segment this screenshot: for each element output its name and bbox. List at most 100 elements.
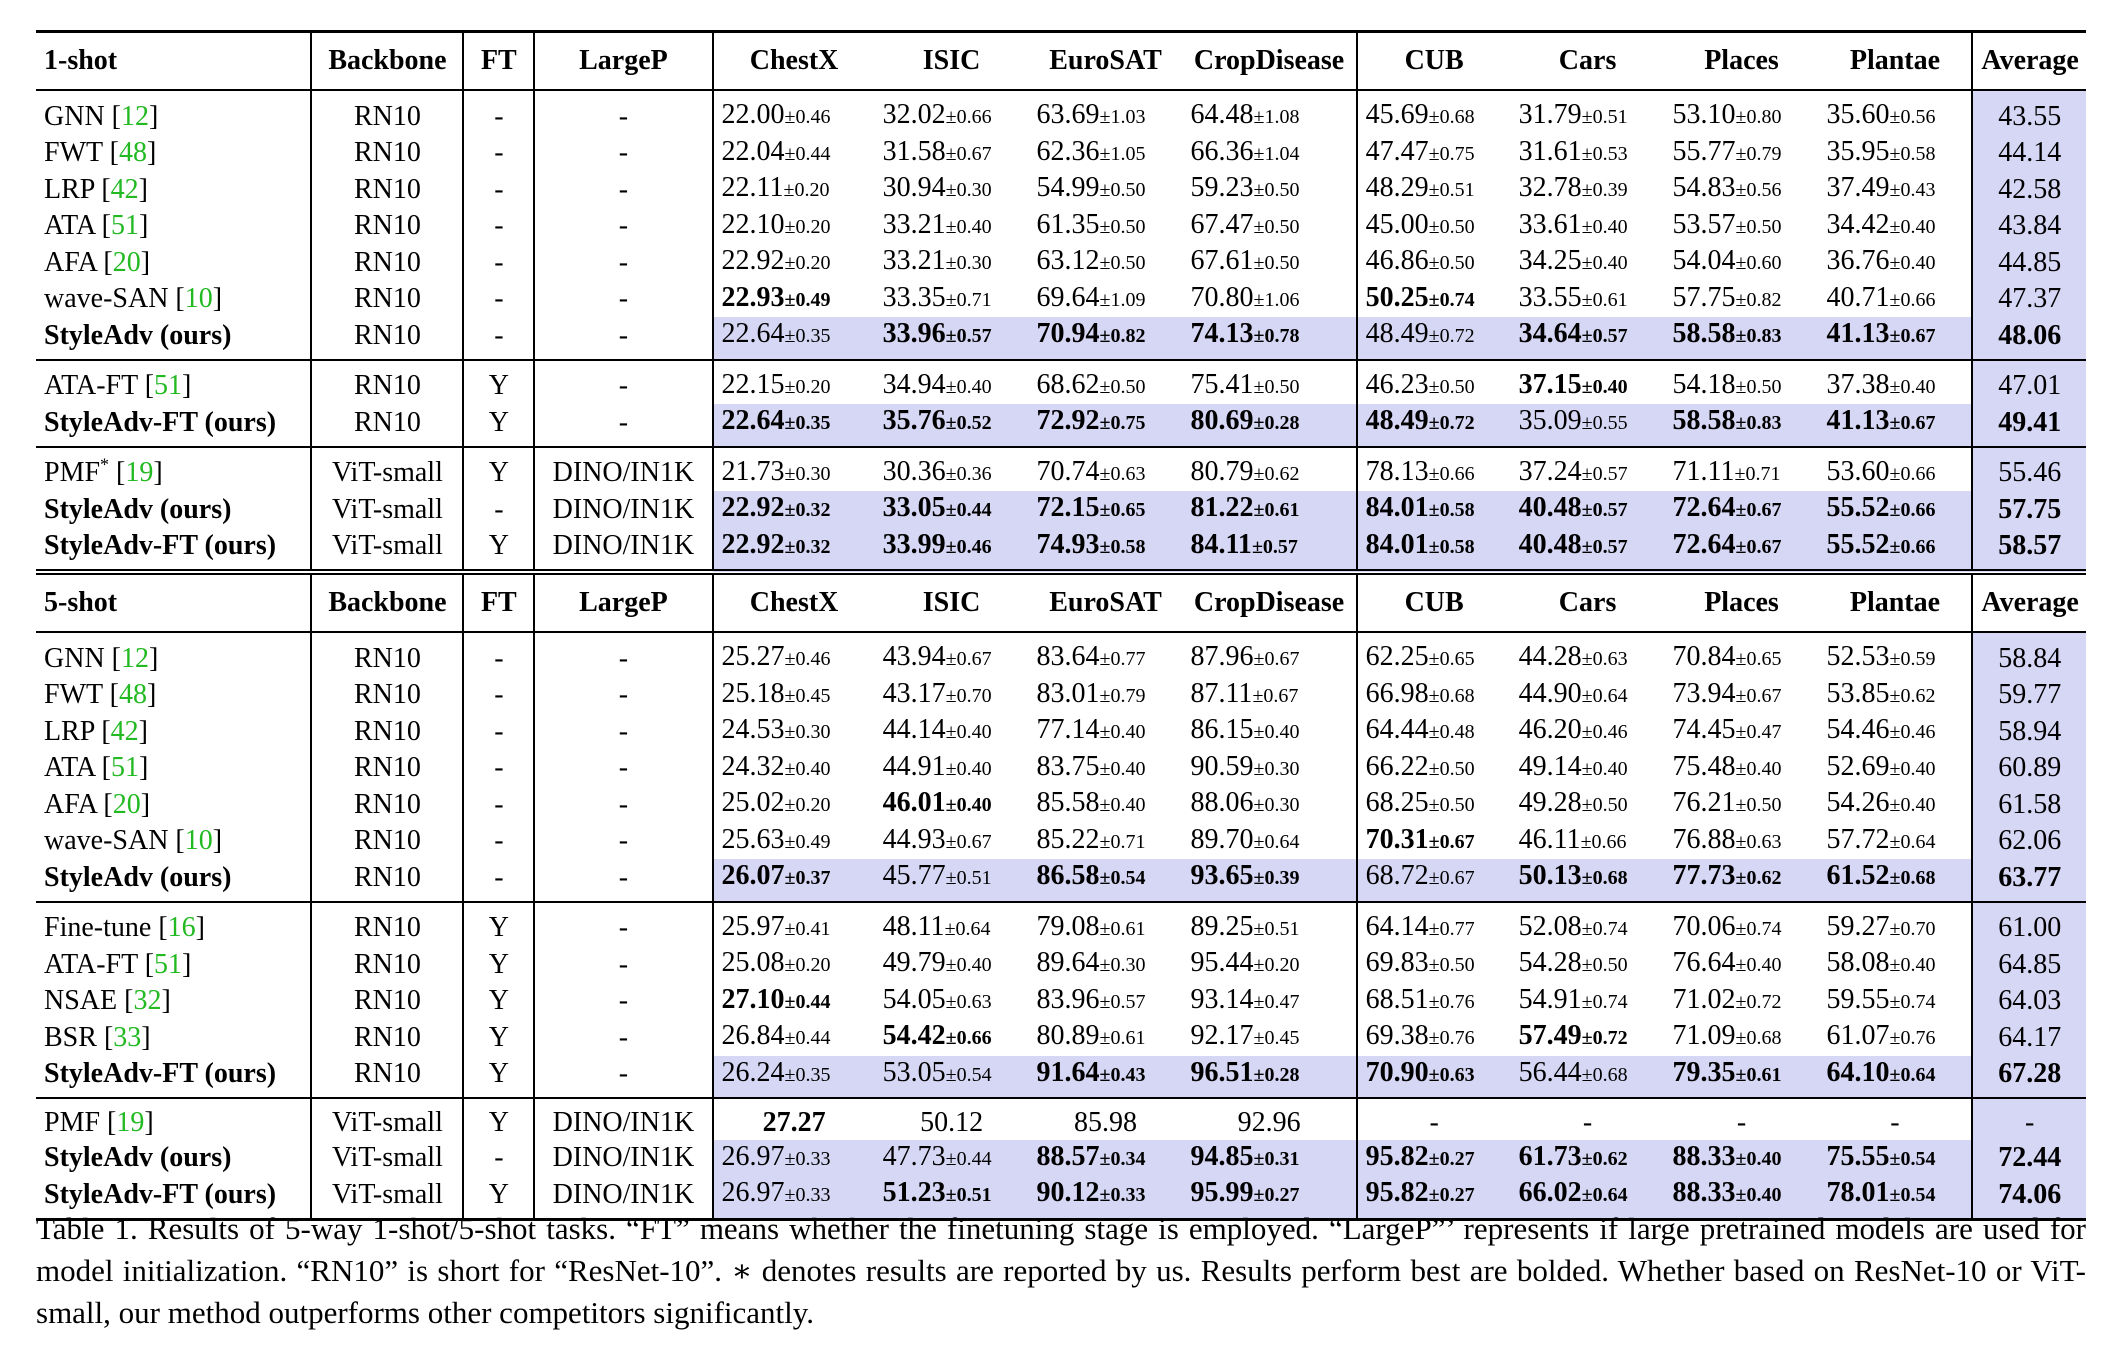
score-ci: ±0.50 (1581, 954, 1628, 976)
score-value: 31.79 (1518, 99, 1582, 130)
score-ci: ±0.64 (944, 917, 991, 940)
ft-cell: - (462, 89, 535, 135)
score-value: 22.00 (721, 99, 785, 130)
score-cell: 84.11±0.57 (1182, 527, 1357, 572)
section-label: 1-shot (36, 30, 312, 90)
score-value: 50.13 (1518, 860, 1582, 891)
score-value: 44.28 (1518, 641, 1582, 672)
score-cell: 52.53±0.59 (1818, 631, 1973, 677)
ref-bracket-open: [ (104, 642, 121, 674)
average-cell: 55.46 (1971, 445, 2086, 491)
score-ci: ±0.68 (1581, 1063, 1628, 1086)
score-cell: 30.36±0.36 (874, 445, 1029, 491)
score-value: 69.83 (1365, 947, 1429, 978)
backbone-cell: RN10 (310, 676, 464, 713)
score-value: 86.15 (1190, 714, 1254, 745)
score-cell: 92.96 (1182, 1097, 1357, 1140)
average-cell: 47.01 (1971, 358, 2086, 404)
score-value: 64.14 (1365, 910, 1429, 942)
ft-cell: - (462, 676, 535, 713)
score-ci: ±0.65 (1099, 499, 1146, 521)
largep-cell: - (533, 676, 713, 713)
score-value: 72.64 (1672, 528, 1736, 560)
score-cell: 66.98±0.68 (1355, 676, 1511, 713)
method-cell: StyleAdv (ours) (36, 317, 311, 360)
score-cell: 75.41±0.50 (1182, 358, 1357, 404)
score-ci: ±0.44 (784, 1027, 831, 1049)
score-value: 54.04 (1672, 245, 1736, 276)
score-cell: 57.49±0.72 (1511, 1019, 1665, 1056)
score-ci: ±0.67 (1735, 535, 1782, 558)
score-ci: ±0.30 (784, 462, 831, 485)
score-value: 50.25 (1365, 281, 1429, 313)
average-cell: 44.14 (1971, 134, 2086, 171)
score-value: 64.48 (1190, 99, 1254, 130)
score-ci: ±0.50 (1428, 954, 1475, 976)
score-cell: 36.76±0.40 (1818, 244, 1972, 281)
citation-ref: 51 (154, 370, 183, 401)
score-ci: ±0.56 (1889, 106, 1936, 128)
score-cell: 92.17±0.45 (1182, 1019, 1356, 1056)
ft-cell: Y (462, 1097, 535, 1140)
score-ci: ±0.82 (1099, 325, 1146, 347)
score-value: 51.23 (882, 1177, 946, 1208)
score-value: 54.91 (1518, 983, 1582, 1015)
score-value: 35.09 (1518, 405, 1582, 436)
score-value: 52.69 (1826, 750, 1890, 782)
score-cell: 72.64±0.67 (1664, 527, 1819, 572)
score-cell: - (1355, 1097, 1511, 1140)
col-header-average: Average (1971, 30, 2086, 90)
score-cell: 54.26±0.40 (1818, 786, 1972, 823)
score-ci: ±0.70 (1889, 917, 1936, 940)
score-cell: 26.24±0.35 (711, 1055, 875, 1098)
col-header-ft: FT (462, 30, 535, 90)
col-header-dataset: Plantae (1818, 30, 1973, 90)
score-value: 58.58 (1672, 405, 1736, 436)
score-cell: 25.08±0.20 (711, 946, 875, 983)
backbone-cell: RN10 (310, 280, 464, 317)
score-value: 85.22 (1036, 823, 1100, 855)
score-ci: ±0.20 (784, 954, 831, 976)
score-value: 49.14 (1518, 750, 1582, 782)
score-ci: ±0.30 (945, 179, 992, 201)
score-ci: ±0.50 (1428, 252, 1475, 274)
score-value: 22.04 (721, 135, 785, 167)
average-value: 74.06 (1998, 1178, 2062, 1210)
ref-bracket-close: ] (141, 1021, 151, 1053)
score-cell: 22.64±0.35 (711, 317, 875, 360)
score-cell: - (1510, 1097, 1665, 1140)
score-ci: ±0.64 (1889, 1063, 1936, 1086)
score-cell: 96.51±0.28 (1182, 1055, 1357, 1098)
score-ci: ±0.72 (1735, 990, 1782, 1013)
score-value: 33.21 (882, 245, 946, 276)
average-cell: 60.89 (1971, 749, 2086, 786)
score-cell: 66.02±0.64 (1510, 1176, 1665, 1221)
average-cell: 49.41 (1971, 404, 2086, 447)
score-ci: ±0.50 (1428, 215, 1475, 238)
score-ci: ±1.09 (1099, 288, 1146, 311)
backbone-cell: RN10 (310, 89, 464, 135)
score-cell: 88.57±0.34 (1028, 1139, 1183, 1176)
score-cell: 64.44±0.48 (1355, 713, 1511, 750)
score-cell: 87.96±0.67 (1182, 631, 1357, 677)
score-cell: 35.09±0.55 (1510, 404, 1665, 447)
score-value: 32.02 (882, 99, 946, 130)
score-ci: ±0.39 (1253, 867, 1300, 889)
score-value: 44.90 (1518, 677, 1582, 709)
method-cell: NSAE [32] (36, 983, 311, 1020)
score-value: 75.48 (1672, 750, 1736, 782)
score-value: 75.55 (1826, 1140, 1890, 1172)
score-ci: ±0.82 (1735, 288, 1782, 311)
score-cell: 71.09±0.68 (1665, 1019, 1819, 1056)
average-value: 63.77 (1998, 861, 2062, 893)
method-name: StyleAdv-FT (ours) (44, 1178, 277, 1210)
citation-ref: 51 (110, 752, 139, 783)
score-cell: 54.99±0.50 (1029, 171, 1183, 208)
score-value: 25.63 (721, 823, 785, 855)
score-cell: 71.02±0.72 (1665, 983, 1819, 1020)
score-cell: 72.64±0.67 (1664, 491, 1819, 528)
score-cell: 35.60±0.56 (1818, 89, 1973, 135)
col-header-dataset: Plantae (1818, 569, 1973, 632)
